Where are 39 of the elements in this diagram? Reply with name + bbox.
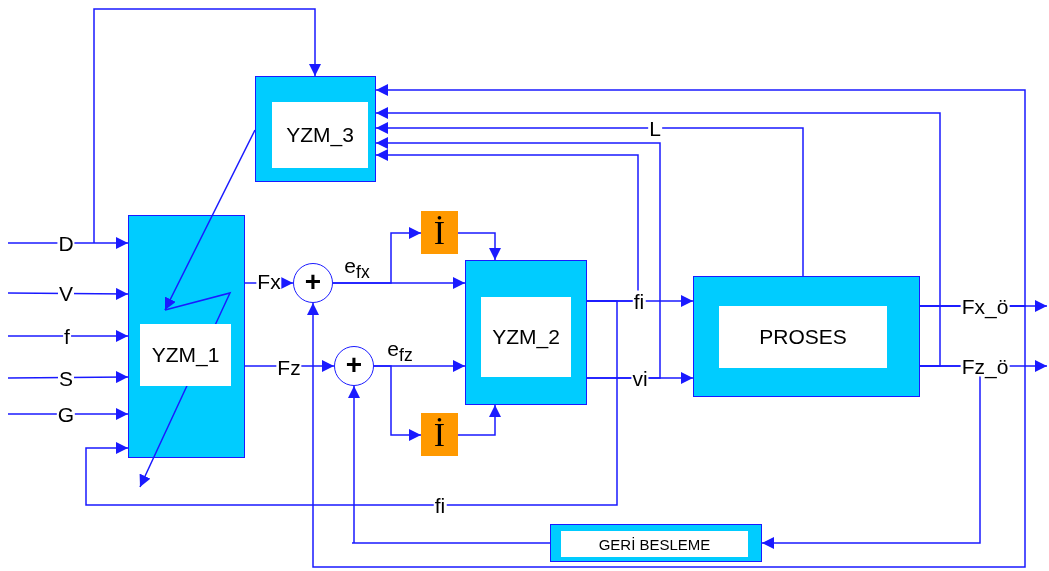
arrow (761, 365, 981, 549)
process-block (693, 276, 920, 397)
input-arrow (7, 237, 129, 249)
arrow (375, 84, 1026, 307)
block-label: YZM_2 (481, 297, 571, 377)
input-arrow (7, 330, 129, 342)
edge-label: fi (632, 290, 646, 312)
integrator-symbol: İ (433, 417, 446, 452)
input-arrow (7, 287, 129, 300)
input-arrow (7, 371, 129, 384)
process-block (465, 260, 587, 405)
arrow (457, 232, 501, 261)
process-block (255, 76, 376, 182)
process-block (128, 215, 245, 458)
input-arrow (93, 8, 321, 244)
arrow (348, 385, 551, 544)
integrator-block (421, 413, 458, 456)
arrow (85, 300, 618, 506)
block-label: YZM_3 (272, 102, 368, 168)
block-label: YZM_1 (140, 324, 231, 386)
arrow (332, 227, 422, 284)
arrow (375, 149, 639, 302)
input-arrow (7, 408, 129, 420)
integrator-block (421, 211, 458, 254)
arrow (375, 107, 941, 367)
arrow (375, 122, 804, 277)
arrow (373, 365, 422, 441)
plus-sign: + (345, 351, 363, 379)
process-block (550, 524, 762, 562)
summing-junction (334, 346, 374, 386)
arrow (375, 137, 661, 379)
arrow (164, 129, 256, 311)
block-label: PROSES (719, 306, 887, 368)
integrator-symbol: İ (433, 215, 446, 250)
block-label: GERİ BESLEME (561, 531, 748, 557)
plus-sign: + (304, 268, 322, 296)
arrow (457, 404, 501, 436)
summing-junction (293, 263, 333, 303)
arrow (307, 302, 1026, 568)
